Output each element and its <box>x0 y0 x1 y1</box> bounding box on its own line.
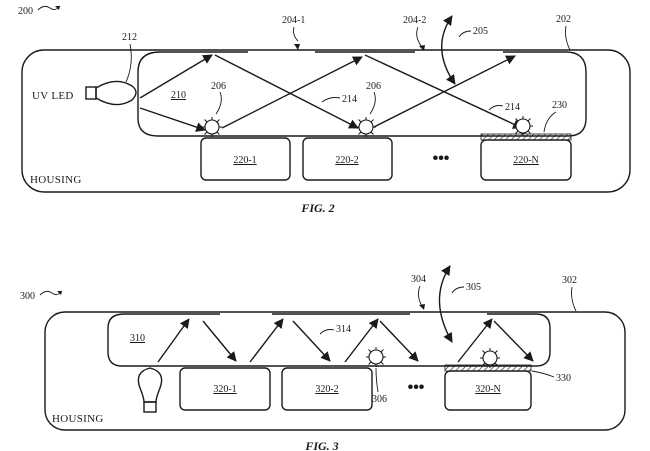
fig2-ref-beam-b: 214 <box>505 102 520 113</box>
fig2-beam-4 <box>214 54 359 129</box>
fig2-item-2-label: 220-2 <box>335 155 358 166</box>
fig3-ref-overall-arrowhead <box>57 291 62 295</box>
fig2-ref-overall-leader <box>37 5 61 11</box>
fig2-ref-gap-2: 204-2 <box>403 15 426 26</box>
fig3-led-base <box>143 401 157 413</box>
fig2-gap-2-leader <box>416 26 423 48</box>
fig2-beam-leader-b <box>488 105 504 111</box>
fig3-ref-overall-leader <box>39 290 63 296</box>
fig2-chamber-leader <box>565 25 571 51</box>
fig3-item-1-label: 320-1 <box>213 384 236 395</box>
fig2-led-leader <box>125 43 132 83</box>
fig3-ref-overall: 300 <box>20 291 35 302</box>
fig2-ref-gap-1: 204-1 <box>282 15 305 26</box>
fig3-led-bulb <box>137 367 163 403</box>
fig3-housing-outer <box>44 311 626 431</box>
fig3-coating <box>444 364 532 372</box>
fig3-ref-flap: 305 <box>466 282 481 293</box>
fig3-beam-3 <box>249 318 284 363</box>
fig2-item-1 <box>200 137 291 181</box>
fig2-ref-coating: 230 <box>552 100 567 111</box>
fig2-item-n <box>480 139 572 181</box>
fig3-beam-1 <box>157 318 190 363</box>
fig2-pathogen-leader-a <box>215 91 222 115</box>
fig2-ref-light-paths: 210 <box>171 90 186 101</box>
fig2-ref-chamber: 202 <box>556 14 571 25</box>
fig3-beam-2 <box>202 320 237 362</box>
fig3-ref-coating: 330 <box>556 373 571 384</box>
fig2-ref-led: 212 <box>122 32 137 43</box>
fig3-diagram: 300 HOUSING 304 305 302 310 314 <box>20 265 626 451</box>
fig2-flap-arrow <box>441 15 456 85</box>
fig2-beam-leader-a <box>321 97 341 103</box>
fig2-ref-beam-a: 214 <box>342 94 357 105</box>
fig2-ref-overall: 200 <box>18 6 33 17</box>
fig3-gap-arrowhead <box>419 304 425 310</box>
fig3-ref-beam: 314 <box>336 324 351 335</box>
fig3-flap-leader <box>451 286 465 294</box>
fig2-pathogen-2 <box>355 116 377 138</box>
fig2-beam-1 <box>139 54 213 99</box>
fig3-pathogen-leader <box>375 367 379 393</box>
fig2-item-1-label: 220-1 <box>233 155 256 166</box>
fig3-coating-leader <box>531 370 555 378</box>
fig2-led-label: UV LED <box>32 90 74 102</box>
fig3-beam-7 <box>457 318 493 363</box>
fig3-pathogen-1 <box>365 346 387 368</box>
fig2-ref-pathogen-a: 206 <box>211 81 226 92</box>
fig2-ref-overall-arrowhead <box>55 6 60 10</box>
fig2-pathogen-1 <box>201 116 223 138</box>
fig2-housing-outer <box>21 49 631 193</box>
fig2-caption: FIG. 2 <box>300 201 334 215</box>
fig2-beam-3 <box>221 56 363 129</box>
fig2-led-base <box>85 86 97 100</box>
fig2-led-bulb <box>95 80 137 106</box>
fig3-chamber-wall <box>107 313 551 367</box>
fig3-ref-light-paths: 310 <box>130 333 145 344</box>
fig2-ref-pathogen-b: 206 <box>366 81 381 92</box>
fig2-item-2 <box>302 137 393 181</box>
fig3-housing-label: HOUSING <box>52 413 104 425</box>
fig3-ref-pathogen: 306 <box>372 394 387 405</box>
fig3-beam-8 <box>493 320 534 362</box>
fig2-gap-1-arrowhead <box>294 44 300 50</box>
fig3-item-2 <box>281 367 373 411</box>
fig3-beam-4 <box>292 320 331 362</box>
fig2-item-n-label: 220-N <box>513 155 539 166</box>
fig2-pathogen-leader-b <box>369 91 376 115</box>
fig3-flap-arrow <box>438 265 453 343</box>
fig3-item-n-label: 320-N <box>475 384 501 395</box>
fig3-gap-leader <box>417 285 423 307</box>
fig3-beam-6 <box>379 320 419 362</box>
fig3-chamber-leader <box>571 286 577 312</box>
fig3-item-n <box>444 370 532 411</box>
fig2-gap-2-arrowhead <box>419 45 425 51</box>
fig2-diagram: 200 HOUSING 204-1 204-2 205 202 UV LED 2… <box>18 5 631 215</box>
fig2-chamber-wall <box>137 51 587 137</box>
fig3-ellipsis: ••• <box>408 379 425 396</box>
fig2-ellipsis: ••• <box>433 150 450 167</box>
fig2-coating <box>480 133 572 141</box>
fig2-pathogen-3 <box>512 115 534 137</box>
fig3-caption: FIG. 3 <box>304 439 338 451</box>
fig3-beam-leader <box>319 329 335 335</box>
fig3-beam-5 <box>344 318 379 363</box>
fig3-ref-gap: 304 <box>411 274 426 285</box>
fig2-coating-leader <box>543 111 557 133</box>
fig2-beam-2 <box>139 107 206 132</box>
fig2-ref-flap: 205 <box>473 26 488 37</box>
fig2-beam-6 <box>364 54 523 129</box>
fig2-gap-1-leader <box>293 26 299 42</box>
fig3-item-1 <box>179 367 271 411</box>
fig3-item-2-label: 320-2 <box>315 384 338 395</box>
fig2-housing-label: HOUSING <box>30 174 82 186</box>
fig3-ref-chamber: 302 <box>562 275 577 286</box>
fig2-flap-leader <box>458 30 472 38</box>
